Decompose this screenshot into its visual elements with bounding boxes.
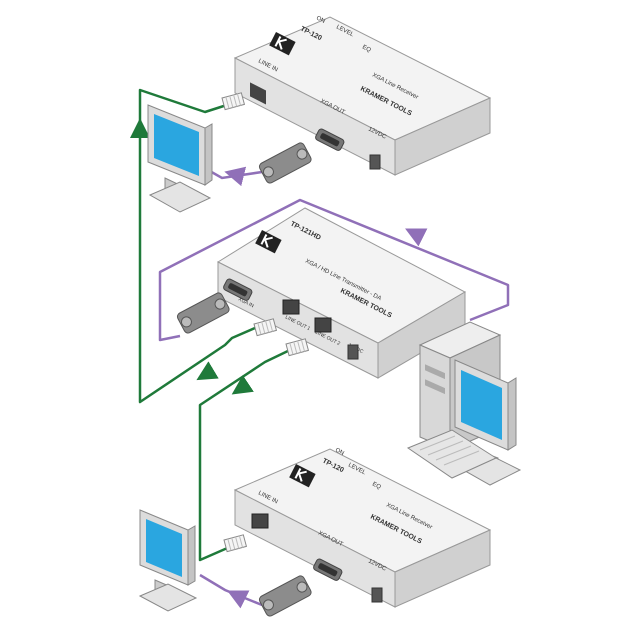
transmitter: TP-121HD XGA / HD Line Transmitter - DA …	[216, 207, 467, 379]
purple-arrow-1	[405, 228, 428, 247]
rj45-port	[314, 317, 332, 333]
rj45-plug-icon	[285, 338, 310, 357]
bottom-monitor	[138, 509, 198, 612]
rj45-port	[282, 299, 300, 315]
purple-arrow-2	[224, 166, 247, 187]
purple-cable-top-rx-to-monitor	[207, 168, 263, 180]
purple-arrow-3	[227, 590, 250, 609]
purple-cable-bottom-rx-to-monitor	[199, 573, 263, 607]
vga-plug-icon	[258, 575, 312, 617]
pc-monitor	[454, 359, 522, 486]
purple-cable-pc-to-tx	[158, 198, 510, 342]
rj45-plug-icon	[253, 318, 278, 337]
green-arrow-left-1	[196, 361, 219, 381]
vga-plug-icon	[258, 142, 312, 184]
top-receiver: TP-120 EQ LEVEL ON KRAMER TOOLS XGA Line…	[233, 15, 492, 176]
green-cable-tx-to-bottom-receiver	[198, 348, 291, 562]
green-cable-tx-to-top-receiver	[138, 88, 263, 404]
green-arrow-left-2	[231, 375, 254, 395]
kramer-logo-icon	[255, 230, 282, 254]
rj45-plug-icon	[221, 92, 246, 111]
power-jack	[369, 154, 381, 170]
vga-plug-icon	[176, 292, 230, 334]
rj45-port	[251, 513, 269, 529]
on-label: ON	[334, 447, 345, 456]
kramer-logo-icon	[269, 32, 296, 56]
eq-label: EQ	[361, 44, 372, 53]
kramer-logo-icon	[289, 464, 316, 488]
rj45-plug-icon	[223, 534, 248, 553]
vga-port	[315, 128, 345, 151]
eq-label: EQ	[371, 481, 382, 490]
rj45-port	[250, 82, 266, 105]
power-jack	[347, 344, 359, 360]
vga-port	[223, 278, 253, 301]
vga-port	[313, 558, 343, 581]
bottom-receiver: TP-120 EQ LEVEL ON KRAMER TOOLS XGA Line…	[233, 447, 492, 608]
power-jack	[371, 587, 383, 603]
keyboard-icon	[406, 429, 498, 479]
on-label: ON	[315, 15, 326, 24]
top-monitor	[147, 104, 213, 213]
